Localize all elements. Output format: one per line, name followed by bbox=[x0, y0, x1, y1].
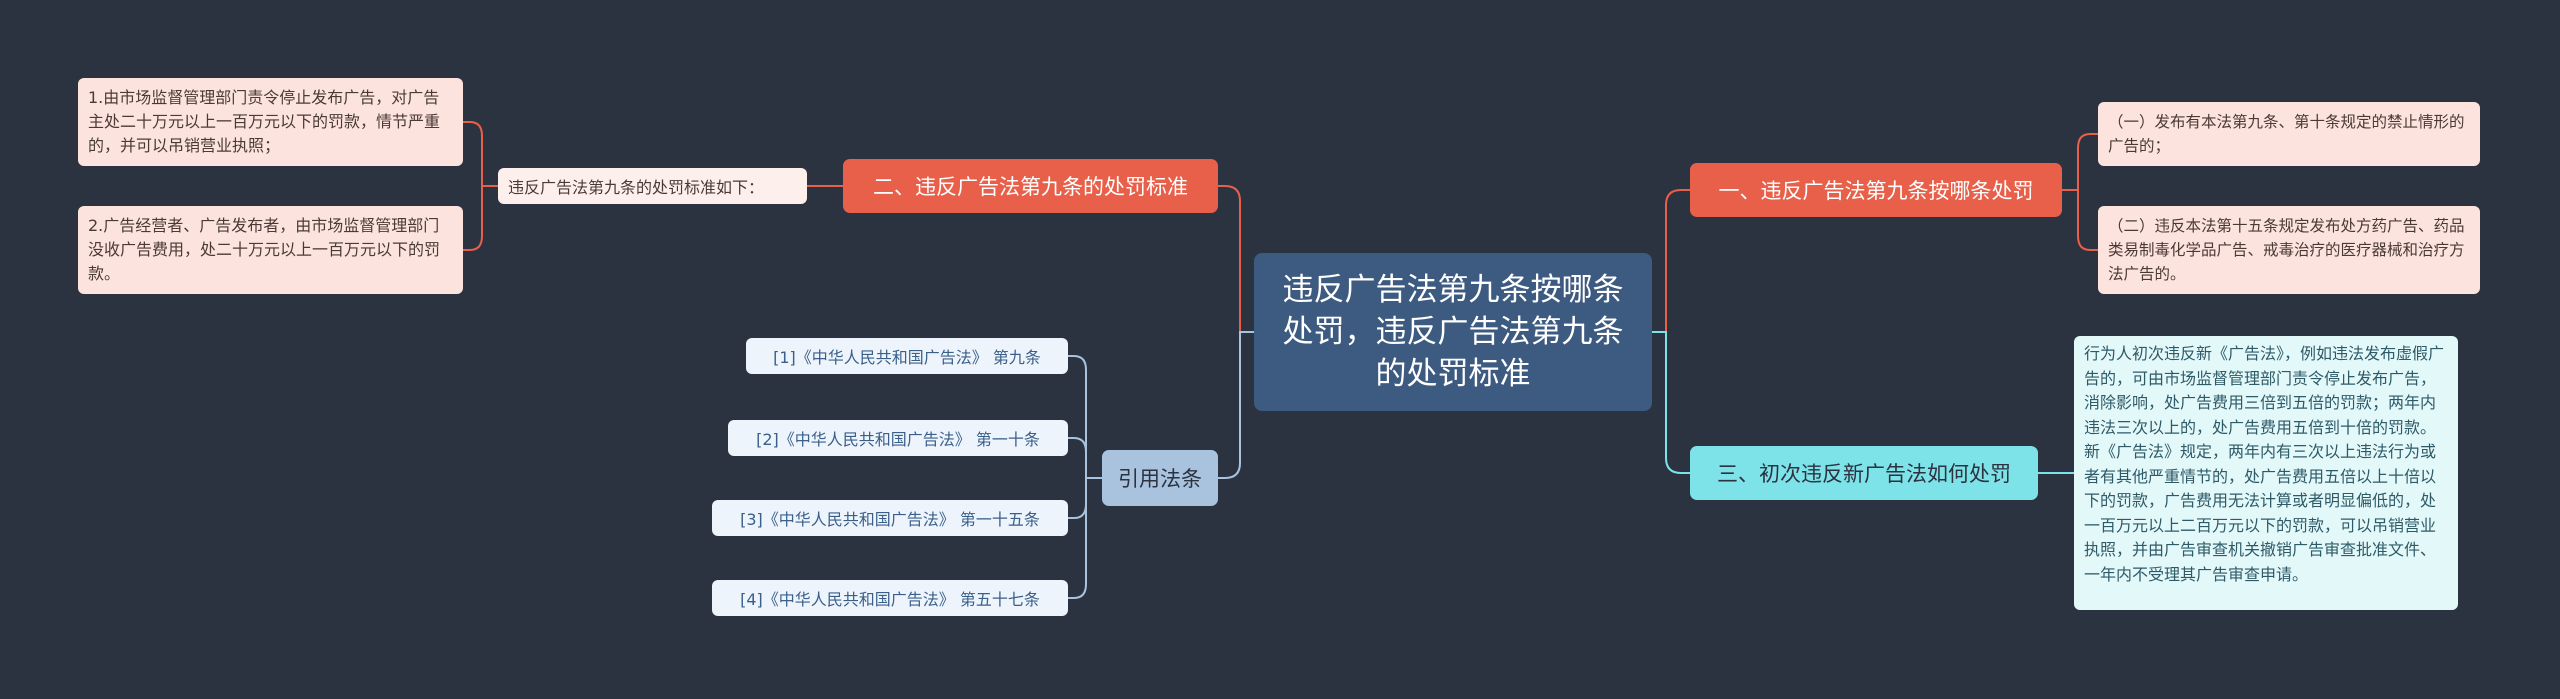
link-branch1-item1 bbox=[2062, 133, 2098, 191]
branch-first-offense[interactable]: 三、初次违反新广告法如何处罚 bbox=[1690, 446, 2038, 500]
ref-article-57-text: [4]《中华人民共和国广告法》 第五十七条 bbox=[740, 590, 1040, 609]
leaf-first-offense-detail[interactable]: 行为人初次违反新《广告法》，例如违法发布虚假广告的，可由市场监督管理部门责令停止… bbox=[2074, 336, 2458, 610]
root-topic[interactable]: 违反广告法第九条按哪条处罚，违反广告法第九条的处罚标准 bbox=[1254, 253, 1652, 411]
link-root-refs bbox=[1218, 331, 1254, 479]
ref-article-10[interactable]: [2]《中华人民共和国广告法》 第一十条 bbox=[728, 420, 1068, 456]
ref-article-57[interactable]: [4]《中华人民共和国广告法》 第五十七条 bbox=[712, 580, 1068, 616]
penalty-standard-label[interactable]: 违反广告法第九条的处罚标准如下： bbox=[498, 168, 807, 204]
leaf-advertiser-fine-text: 1.由市场监督管理部门责令停止发布广告，对广告主处二十万元以上一百万元以下的罚款… bbox=[88, 88, 441, 155]
link-root-branch2 bbox=[1218, 185, 1254, 333]
root-topic-text: 违反广告法第九条按哪条处罚，违反广告法第九条的处罚标准 bbox=[1282, 272, 1624, 392]
branch-violation-article[interactable]: 一、违反广告法第九条按哪条处罚 bbox=[1690, 163, 2062, 217]
ref-article-15-text: [3]《中华人民共和国广告法》 第一十五条 bbox=[740, 510, 1040, 529]
ref-article-10-text: [2]《中华人民共和国广告法》 第一十条 bbox=[756, 430, 1040, 449]
link-root-branch3 bbox=[1652, 331, 1690, 474]
link-refs-item1 bbox=[1068, 355, 1102, 479]
link-refs-item4 bbox=[1068, 477, 1102, 599]
leaf-publisher-fine[interactable]: 2.广告经营者、广告发布者，由市场监督管理部门没收广告费用，处二十万元以上一百万… bbox=[78, 206, 463, 294]
leaf-prescription-drug-ads[interactable]: （二）违反本法第十五条规定发布处方药广告、药品类易制毒化学品广告、戒毒治疗的医疗… bbox=[2098, 206, 2480, 294]
leaf-prohibited-circumstances[interactable]: （一）发布有本法第九条、第十条规定的禁止情形的广告的； bbox=[2098, 102, 2480, 166]
branch-cited-articles-title: 引用法条 bbox=[1118, 467, 1202, 491]
branch-cited-articles[interactable]: 引用法条 bbox=[1102, 450, 1218, 506]
branch-penalty-standard[interactable]: 二、违反广告法第九条的处罚标准 bbox=[843, 159, 1218, 213]
leaf-advertiser-fine[interactable]: 1.由市场监督管理部门责令停止发布广告，对广告主处二十万元以上一百万元以下的罚款… bbox=[78, 78, 463, 166]
leaf-prohibited-circumstances-text: （一）发布有本法第九条、第十条规定的禁止情形的广告的； bbox=[2108, 113, 2465, 155]
link-label-item2 bbox=[463, 185, 498, 251]
penalty-standard-label-text: 违反广告法第九条的处罚标准如下： bbox=[508, 178, 765, 197]
branch-penalty-standard-title: 二、违反广告法第九条的处罚标准 bbox=[873, 175, 1188, 199]
leaf-first-offense-detail-text: 行为人初次违反新《广告法》，例如违法发布虚假广告的，可由市场监督管理部门责令停止… bbox=[2084, 344, 2445, 584]
ref-article-9-text: [1]《中华人民共和国广告法》 第九条 bbox=[773, 348, 1041, 367]
link-label-item1 bbox=[463, 121, 498, 187]
ref-article-15[interactable]: [3]《中华人民共和国广告法》 第一十五条 bbox=[712, 500, 1068, 536]
link-refs-item2 bbox=[1068, 437, 1102, 479]
leaf-prescription-drug-ads-text: （二）违反本法第十五条规定发布处方药广告、药品类易制毒化学品广告、戒毒治疗的医疗… bbox=[2108, 217, 2465, 283]
leaf-publisher-fine-text: 2.广告经营者、广告发布者，由市场监督管理部门没收广告费用，处二十万元以上一百万… bbox=[88, 216, 441, 283]
branch-violation-article-title: 一、违反广告法第九条按哪条处罚 bbox=[1718, 179, 2034, 203]
link-branch1-item2 bbox=[2062, 189, 2098, 251]
link-root-branch1 bbox=[1652, 189, 1690, 333]
branch-first-offense-title: 三、初次违反新广告法如何处罚 bbox=[1717, 462, 2011, 486]
ref-article-9[interactable]: [1]《中华人民共和国广告法》 第九条 bbox=[746, 338, 1068, 374]
